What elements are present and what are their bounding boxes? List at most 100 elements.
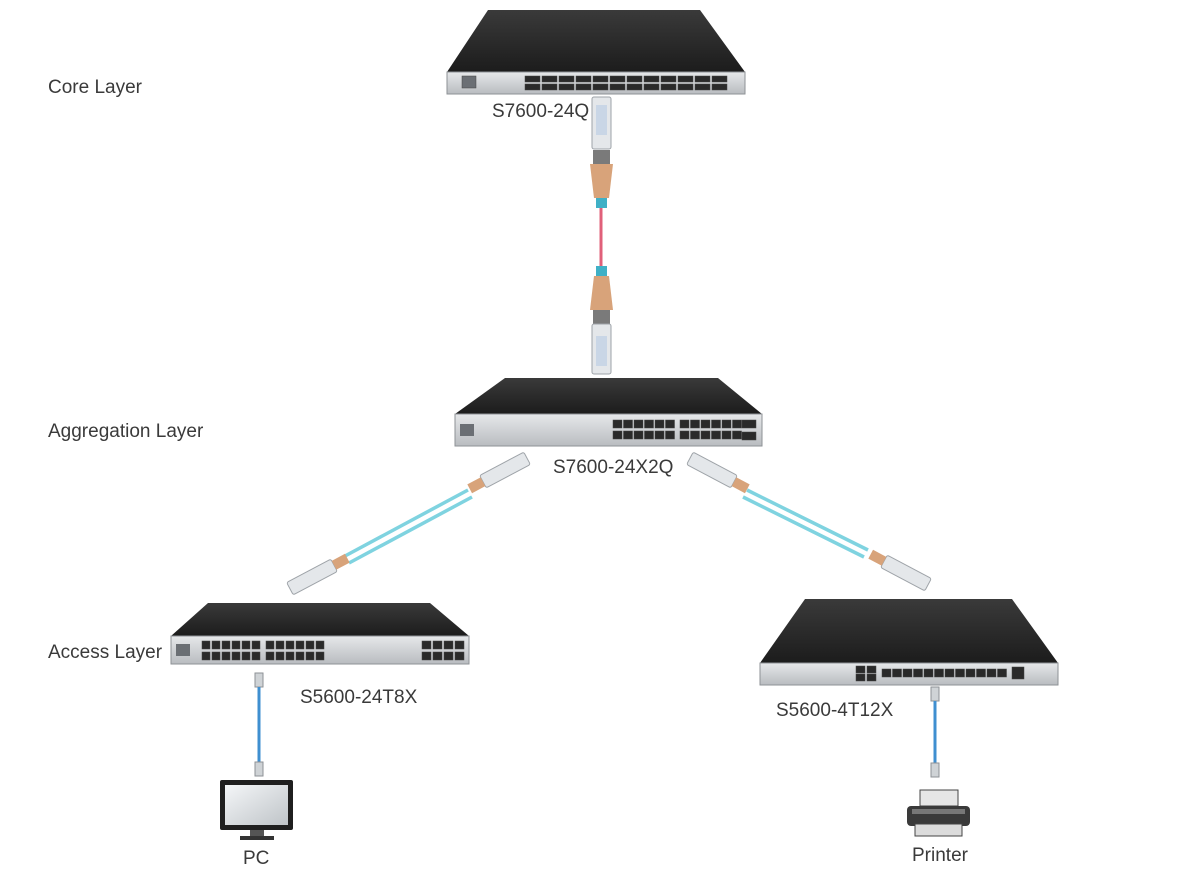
om3-link-right [686,452,932,591]
access-switch-left-ports [201,640,465,661]
access-switch-right-label: S5600-4T12X [776,700,894,721]
switch-port [315,651,325,661]
switch-port [626,75,643,83]
switch-port [432,640,443,650]
switch-port [855,665,866,674]
pc-label: PC [243,848,270,869]
switch-port [694,83,711,91]
switch-port [541,75,558,83]
access-layer-label: Access Layer [48,642,163,663]
switch-port [609,83,626,91]
switch-port [1011,666,1025,680]
switch-port [654,419,665,429]
switch-port [251,651,261,661]
switch-port [305,640,315,650]
switch-port [265,651,275,661]
access-switch-left-label: S5600-24T8X [300,687,418,708]
pc-icon [220,780,293,840]
switch-port [677,75,694,83]
switch-port [976,668,986,678]
switch-port [558,75,575,83]
switch-port [866,673,877,682]
switch-port [241,651,251,661]
switch-port [454,640,465,650]
switch-port [285,651,295,661]
switch-port [612,430,623,440]
ethernet-cable-pc [254,672,264,777]
switch-port [421,651,432,661]
switch-port [231,651,241,661]
switch-port [592,75,609,83]
switch-port [913,668,923,678]
switch-port [677,83,694,91]
switch-port [866,665,877,674]
switch-port [644,419,654,429]
switch-port [643,75,660,83]
core-layer-label: Core Layer [48,77,142,98]
switch-port [432,651,443,661]
switch-port [732,430,742,440]
switch-port [741,431,757,441]
switch-port [732,419,742,429]
switch-port [711,83,728,91]
switch-port [251,640,261,650]
switch-port [626,83,643,91]
switch-port [986,668,997,678]
switch-port [881,668,892,678]
switch-port [700,430,711,440]
switch-port [690,430,700,440]
switch-port [660,75,677,83]
switch-port [241,640,251,650]
switch-port [660,83,677,91]
switch-port [315,640,325,650]
switch-port [721,430,732,440]
switch-port [454,651,465,661]
aggregation-switch [454,378,763,447]
switch-port [665,430,675,440]
switch-port [221,640,231,650]
switch-port [741,419,757,429]
switch-port [211,640,221,650]
access-switch-right-ports [855,665,1025,682]
aggregation-layer-label: Aggregation Layer [48,421,204,442]
switch-port [275,640,285,650]
switch-port [711,419,721,429]
switch-port [524,75,541,83]
switch-port [944,668,955,678]
access-switch-right [759,599,1059,686]
switch-port [575,75,592,83]
switch-port [855,673,866,682]
switch-port [665,419,675,429]
switch-port [609,75,626,83]
switch-port [721,419,732,429]
switch-port [211,651,221,661]
switch-port [305,651,315,661]
switch-port [612,419,623,429]
switch-port [955,668,965,678]
switch-port [997,668,1007,678]
switch-port [265,640,275,650]
om3-link-left [286,452,531,595]
switch-port [965,668,976,678]
switch-port [231,640,241,650]
switch-port [923,668,934,678]
switch-port [558,83,575,91]
qsfp-link [590,96,613,375]
switch-port [643,83,660,91]
switch-port [711,430,721,440]
switch-port [201,651,211,661]
switch-port [633,430,644,440]
core-switch [446,10,746,95]
switch-port [443,640,454,650]
switch-port [421,640,432,650]
switch-port [934,668,944,678]
core-switch-label: S7600-24Q [492,101,590,122]
ethernet-cable-printer [930,686,940,778]
switch-port [221,651,231,661]
switch-port [285,640,295,650]
access-switch-left [170,603,470,665]
switch-port [892,668,902,678]
switch-port [633,419,644,429]
switch-port [592,83,609,91]
